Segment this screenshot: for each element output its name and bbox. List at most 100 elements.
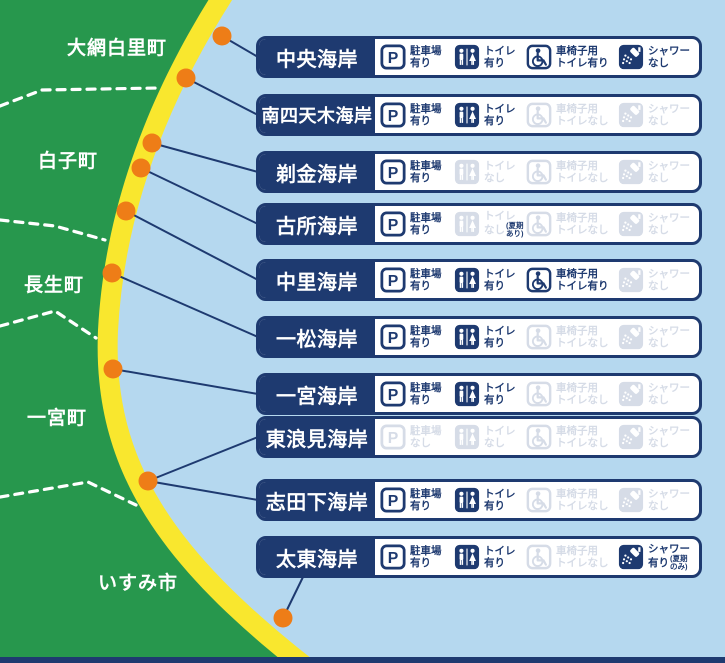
coast-marker-dot	[102, 263, 122, 283]
beach-row: 太東海岸 P 駐車場 有り	[256, 536, 702, 578]
facility-status: 有り	[484, 500, 505, 512]
facility-status: 有り	[410, 394, 431, 406]
facility-text: シャワー なし	[648, 268, 690, 292]
coast-marker-dot	[273, 608, 293, 628]
land	[0, 0, 286, 663]
facility-status: 有り	[484, 115, 505, 127]
facility-text: 車椅子用 トイレ有り	[556, 45, 609, 69]
bottom-border-bar	[0, 657, 725, 663]
beach-name: 東浪見海岸	[259, 419, 375, 455]
facility-note: (夏期あり)	[506, 221, 524, 239]
facility-text: 車椅子用 トイレなし	[556, 103, 609, 127]
toilet-icon	[454, 487, 480, 513]
facility-text: 車椅子用 トイレなし	[556, 488, 609, 512]
facility-wheelchair-toilet: 車椅子用 トイレなし	[526, 487, 618, 513]
facility-status: 有り	[484, 394, 505, 406]
shower-icon	[618, 102, 644, 128]
facility-text: 駐車場 有り	[410, 212, 442, 236]
wheelchair-toilet-icon	[526, 159, 552, 185]
wheelchair-toilet-icon	[526, 424, 552, 450]
facility-status: トイレ有り	[556, 57, 609, 69]
facility-toilet: トイレ 有り	[454, 267, 526, 293]
wheelchair-toilet-icon	[526, 324, 552, 350]
facility-list: P 駐車場 有り	[375, 154, 699, 190]
facility-text: 駐車場 有り	[410, 103, 442, 127]
facility-status: トイレなし	[556, 437, 609, 449]
shower-icon	[618, 487, 644, 513]
shower-icon	[618, 324, 644, 350]
beach-row: 一松海岸 P 駐車場 有り	[256, 316, 702, 358]
facility-label: 駐車場	[410, 102, 442, 115]
wheelchair-toilet-icon	[526, 44, 552, 70]
facility-label: 駐車場	[410, 324, 442, 337]
town-label-shirako: 白子町	[38, 151, 99, 172]
shower-icon	[618, 424, 644, 450]
beach-name: 中央海岸	[259, 39, 375, 75]
facility-label: 駐車場	[410, 267, 442, 280]
facility-text: 駐車場 なし	[410, 425, 442, 449]
facility-label: 車椅子用	[556, 324, 598, 337]
facility-status: 有り	[410, 337, 431, 349]
shower-icon	[618, 159, 644, 185]
facility-text: 車椅子用 トイレなし	[556, 325, 609, 349]
wheelchair-toilet-icon	[526, 544, 552, 570]
facility-text: 車椅子用 トイレなし	[556, 160, 609, 184]
facility-status: 有り	[410, 57, 431, 69]
facility-wheelchair-toilet: 車椅子用 トイレなし	[526, 159, 618, 185]
beach-name: 太東海岸	[259, 539, 375, 575]
beach-row: 志田下海岸 P 駐車場 有り	[256, 479, 702, 521]
facility-shower: シャワー なし	[618, 102, 699, 128]
parking-icon: P	[380, 44, 406, 70]
toilet-icon	[454, 102, 480, 128]
facility-shower: シャワー なし	[618, 267, 699, 293]
facility-label: 駐車場	[410, 381, 442, 394]
coast-marker-dot	[116, 201, 136, 221]
facility-text: トイレ 有り	[484, 545, 516, 569]
facility-text: トイレ 有り	[484, 488, 516, 512]
facility-label: 車椅子用	[556, 267, 598, 280]
facility-label: トイレ	[484, 544, 516, 557]
parking-icon: P	[380, 544, 406, 570]
facility-text: 車椅子用 トイレなし	[556, 212, 609, 236]
facility-label: シャワー	[648, 211, 690, 224]
svg-text:P: P	[388, 550, 399, 567]
facility-status: なし	[648, 437, 669, 449]
parking-icon: P	[380, 424, 406, 450]
facility-label: 車椅子用	[556, 44, 598, 57]
facility-wheelchair-toilet: 車椅子用 トイレなし	[526, 381, 618, 407]
connector-line	[111, 272, 259, 338]
facility-parking: P 駐車場 有り	[380, 324, 454, 350]
facility-status: トイレなし	[556, 337, 609, 349]
parking-icon: P	[380, 267, 406, 293]
facility-text: シャワー なし	[648, 488, 690, 512]
facility-status: 有り	[484, 280, 505, 292]
facility-text: シャワー なし	[648, 212, 690, 236]
facility-text: トイレ なし	[484, 425, 516, 449]
facility-text: シャワー なし	[648, 325, 690, 349]
facility-label: トイレ	[484, 267, 516, 280]
facility-status: トイレなし	[556, 394, 609, 406]
facility-wheelchair-toilet: 車椅子用 トイレなし	[526, 211, 618, 237]
facility-text: 車椅子用 トイレなし	[556, 425, 609, 449]
facility-wheelchair-toilet: 車椅子用 トイレなし	[526, 102, 618, 128]
facility-text: 駐車場 有り	[410, 545, 442, 569]
toilet-icon	[454, 424, 480, 450]
facility-status: なし	[648, 224, 669, 236]
facility-label: シャワー	[648, 424, 690, 437]
facility-toilet: トイレ 有り	[454, 44, 526, 70]
toilet-icon	[454, 159, 480, 185]
facility-status: トイレなし	[556, 500, 609, 512]
facility-label: トイレ	[484, 324, 516, 337]
facility-text: シャワー なし	[648, 103, 690, 127]
svg-text:P: P	[388, 165, 399, 182]
facility-label: トイレ	[484, 487, 516, 500]
facility-label: トイレ	[484, 424, 516, 437]
facility-label: 車椅子用	[556, 381, 598, 394]
facility-status: 有り	[484, 557, 505, 569]
connector-line	[185, 77, 259, 116]
facility-label: シャワー	[648, 44, 690, 57]
shower-icon	[618, 381, 644, 407]
facility-text: 駐車場 有り	[410, 382, 442, 406]
facility-text: トイレ なし	[484, 160, 516, 184]
facility-status: なし	[648, 394, 669, 406]
